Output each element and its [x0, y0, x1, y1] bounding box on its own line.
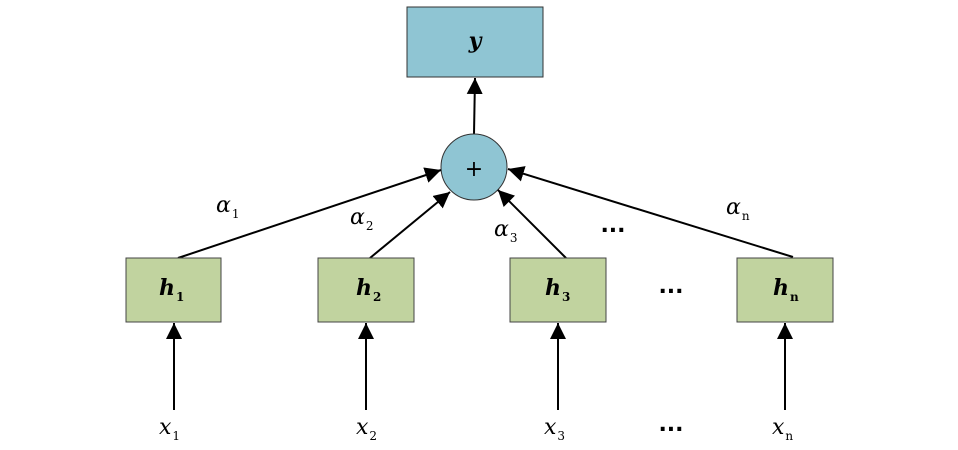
hidden-box-n — [736, 257, 834, 323]
edge-h2-to-sum — [369, 191, 451, 259]
input-label-2: x2 — [356, 415, 377, 443]
hidden-label-1: h1 — [159, 275, 184, 304]
output-label: y — [468, 28, 484, 54]
input-label-n: xn — [772, 415, 793, 443]
input-label-3: x3 — [544, 415, 565, 443]
hidden-box-3 — [509, 257, 607, 323]
weight-label-n: αn — [726, 195, 750, 223]
weight-label-1: α1 — [216, 193, 240, 221]
sum-node — [440, 133, 508, 201]
input-label-1: x1 — [159, 415, 180, 443]
arrow-sum-to-output — [466, 77, 483, 135]
plus-icon: + — [465, 157, 483, 182]
ellipsis-weights: ... — [600, 213, 625, 238]
weight-label-3: α3 — [494, 217, 518, 245]
output-box — [406, 6, 544, 78]
hidden-label-n: hn — [773, 275, 799, 304]
hidden-label-3: h3 — [545, 275, 570, 304]
hidden-box-2 — [317, 257, 415, 323]
weight-label-2: α2 — [350, 205, 374, 233]
edge-hn-to-sum — [507, 166, 794, 258]
edge-h3-to-sum — [497, 189, 567, 259]
edge-h1-to-sum — [177, 167, 442, 259]
ellipsis-inputs: ... — [658, 412, 683, 437]
ellipsis-hidden: ... — [658, 274, 683, 299]
hidden-label-2: h2 — [356, 275, 381, 304]
hidden-box-1 — [125, 257, 222, 323]
